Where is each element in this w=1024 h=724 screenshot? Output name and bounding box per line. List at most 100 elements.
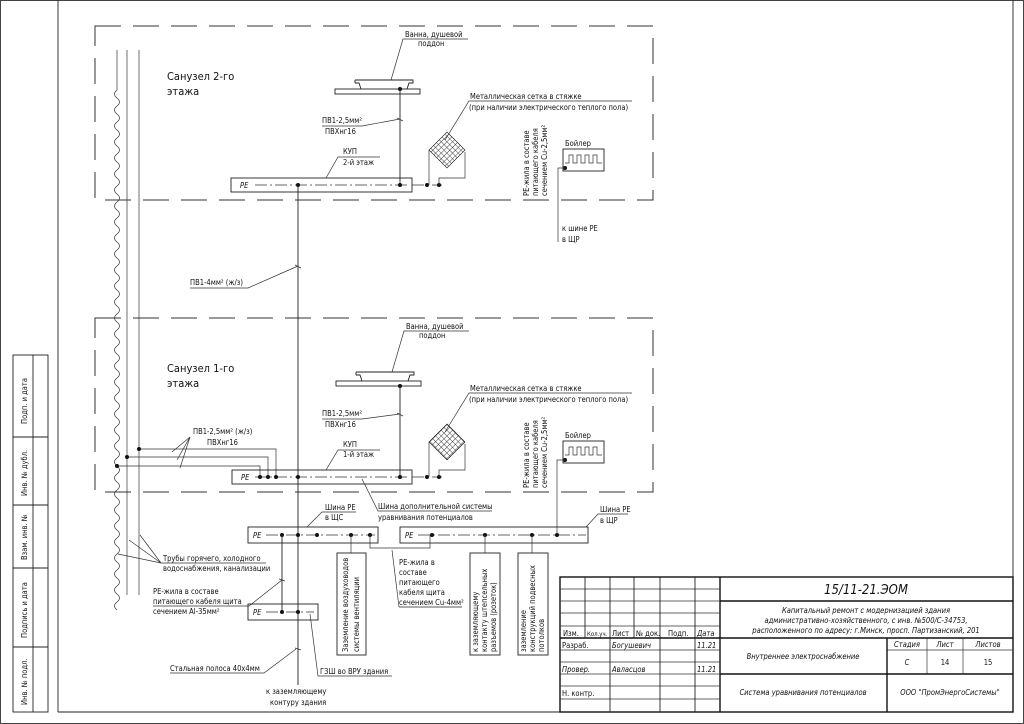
main-bus-label: ГЗШ во ВРУ здания (320, 667, 388, 676)
vent-box-text: Заземление воздуховодов (341, 558, 350, 652)
pipes-label-2: водоснабжения, канализации (163, 564, 270, 573)
svg-text:11.21: 11.21 (697, 665, 716, 674)
steel-strip-label: Стальная полоса 40х4мм (170, 664, 260, 673)
floor2-pe-core-label-2: питающего кабеля (531, 128, 540, 196)
bus-shr-label-2: в ЩР (600, 516, 618, 525)
bus-shr-pe: PE (405, 531, 414, 540)
floor1-wire-label-2: ПВХнг16 (325, 420, 356, 429)
floor2-boiler-icon (562, 148, 605, 172)
bus-shs-label: Шина PE (325, 503, 356, 512)
floor1-kup-label: КУП (343, 440, 357, 449)
title-block: 15/11-21.ЭОМ Капитальный ремонт с модерн… (559, 576, 1014, 713)
floor1-bath-label-2: поддон (419, 331, 445, 340)
floor1-title-2: этажа (167, 377, 199, 390)
bus-shs-pe: PE (253, 531, 262, 540)
floor1-wire2-label: ПВ1-2,5мм² (ж/з) (193, 427, 253, 436)
svg-text:сечением Cu-4мм²: сечением Cu-4мм² (399, 598, 464, 607)
svg-text:Богушевич: Богушевич (612, 641, 651, 650)
svg-text:Авласцов: Авласцов (611, 665, 645, 674)
floor2-bath-label-2: поддон (418, 39, 444, 48)
floor2-wire-label-2: ПВХнг16 (325, 127, 356, 136)
floor1-bath-label: Ванна, душевой (406, 322, 463, 331)
floor1-pe-core-label-3: сечением Cu-2,5мм² (540, 416, 549, 488)
floor1-boiler-icon (562, 440, 605, 464)
vent-box-text-2: системы вентиляции (352, 577, 361, 652)
svg-text:Инв. № дубл.: Инв. № дубл. (20, 450, 29, 496)
floor1-pe-core-label-2: питающего кабеля (531, 420, 540, 488)
svg-text:15: 15 (984, 658, 993, 667)
extra-bus-label: Шина дополнительной системы (378, 502, 492, 511)
main-bus-pe: PE (253, 608, 262, 617)
svg-text:Н. контр.: Н. контр. (562, 689, 594, 698)
svg-text:Взам. инв. №: Взам. инв. № (20, 514, 29, 560)
floor2-kup-label-2: 2-й этаж (343, 158, 374, 167)
ceiling-box-text-2: конструкций подвесных (528, 565, 537, 652)
svg-text:питающего: питающего (399, 578, 440, 587)
floor1-mesh-label-2: (при наличии электрического теплого пола… (469, 395, 628, 404)
floor2-mesh-label-2: (при наличии электрического теплого пола… (469, 103, 628, 112)
bus-shs-label-2: в ЩС (325, 513, 344, 522)
svg-text:Кол.уч.: Кол.уч. (587, 631, 608, 638)
svg-text:Листов: Листов (974, 640, 1000, 649)
svg-text:Лист: Лист (612, 629, 629, 638)
drawing-code: 15/11-21.ЭОМ (824, 583, 908, 598)
svg-text:Система уравнивания потенциало: Система уравнивания потенциалов (739, 688, 866, 697)
svg-text:Инв. № подл.: Инв. № подл. (20, 658, 29, 705)
floor1-kup-label-2: 1-й этаж (343, 450, 374, 459)
bus-shs (247, 526, 379, 544)
floor2-mesh-icon (428, 131, 466, 169)
svg-text:Подп. и дата: Подп. и дата (20, 378, 29, 424)
vent-grounding-box (336, 552, 367, 656)
room-floor2-boundary (94, 25, 654, 201)
svg-text:Капитальный ремонт с модерниза: Капитальный ремонт с модернизацией здани… (782, 606, 950, 615)
main-earthing-bus (247, 603, 319, 621)
svg-text:ООО "ПромЭнергоСистемы": ООО "ПромЭнергоСистемы" (900, 688, 999, 697)
floor1-pe-core-label: PE-жила в составе (522, 422, 531, 488)
bus-shr (399, 526, 589, 544)
svg-text:Лист: Лист (935, 640, 954, 649)
svg-text:Подп.: Подп. (668, 629, 688, 638)
floor1-wire2-label-2: ПВХнг16 (207, 438, 238, 447)
to-ground-label-2: контуру здания (270, 698, 326, 707)
svg-text:С: С (905, 658, 910, 667)
extra-bus-label-2: уравнивания потенциалов (378, 513, 473, 522)
svg-text:составе: составе (399, 568, 427, 577)
pe-cu-label: PE-жила в составе питающего кабеля щита … (399, 558, 464, 607)
riser-label: ПВ1-4мм² (ж/з) (190, 278, 243, 287)
ceiling-box-text-3: потолков (537, 619, 546, 652)
svg-text:Подпись и дата: Подпись и дата (20, 582, 29, 638)
svg-text:14: 14 (941, 658, 950, 667)
floor1-bath-icon (335, 371, 422, 387)
floor2-boiler-label: Бойлер (565, 139, 591, 148)
bus-shr-label: Шина PE (600, 505, 631, 514)
pipes (114, 50, 140, 611)
floor2-pe-core-label-3: сечением Cu-2,5мм² (540, 124, 549, 196)
pe-al-label-3: сечением Al-35мм² (153, 607, 220, 616)
floor2-pe-core-label: PE-жила в составе (522, 130, 531, 196)
ceiling-box-text: заземление (519, 610, 528, 652)
svg-text:Внутреннее электроснабжение: Внутреннее электроснабжение (747, 652, 860, 661)
svg-text:Дата: Дата (696, 629, 714, 638)
pipes-label: Трубы горячего, холодного (162, 554, 261, 563)
svg-text:Провер.: Провер. (562, 665, 590, 674)
to-ground-label: к заземляющему (266, 687, 326, 696)
svg-text:Разраб.: Разраб. (562, 641, 589, 650)
floor1-title: Санузел 1-го (167, 362, 234, 375)
floor2-to-bus-label-2: в ЩР (562, 235, 580, 244)
room-floor1-boundary (94, 317, 654, 493)
pe-al-label-2: питающего кабеля щита (153, 597, 242, 606)
floor1-mesh-label: Металлическая сетка в стяжке (470, 384, 582, 393)
floor2-bath-icon (334, 79, 421, 95)
svg-text:11.21: 11.21 (697, 641, 716, 650)
svg-text:№ док.: № док. (635, 629, 660, 638)
side-stamp: Подп. и дата Инв. № дубл. Взам. инв. № П… (12, 354, 49, 713)
floor2-title-2: этажа (167, 85, 199, 98)
socket-box-text-3: разъемов (розеток) (489, 582, 498, 652)
svg-text:PE-жила в: PE-жила в (399, 558, 435, 567)
svg-text:расположенного по адресу: г.Ми: расположенного по адресу: г.Минск, просп… (751, 626, 979, 635)
socket-box-text-2: контакту штепсельных (480, 569, 489, 652)
floor2-mesh-label: Металлическая сетка в стяжке (470, 92, 582, 101)
ceiling-grounding-box (517, 552, 549, 656)
socket-grounding-box (469, 552, 501, 656)
